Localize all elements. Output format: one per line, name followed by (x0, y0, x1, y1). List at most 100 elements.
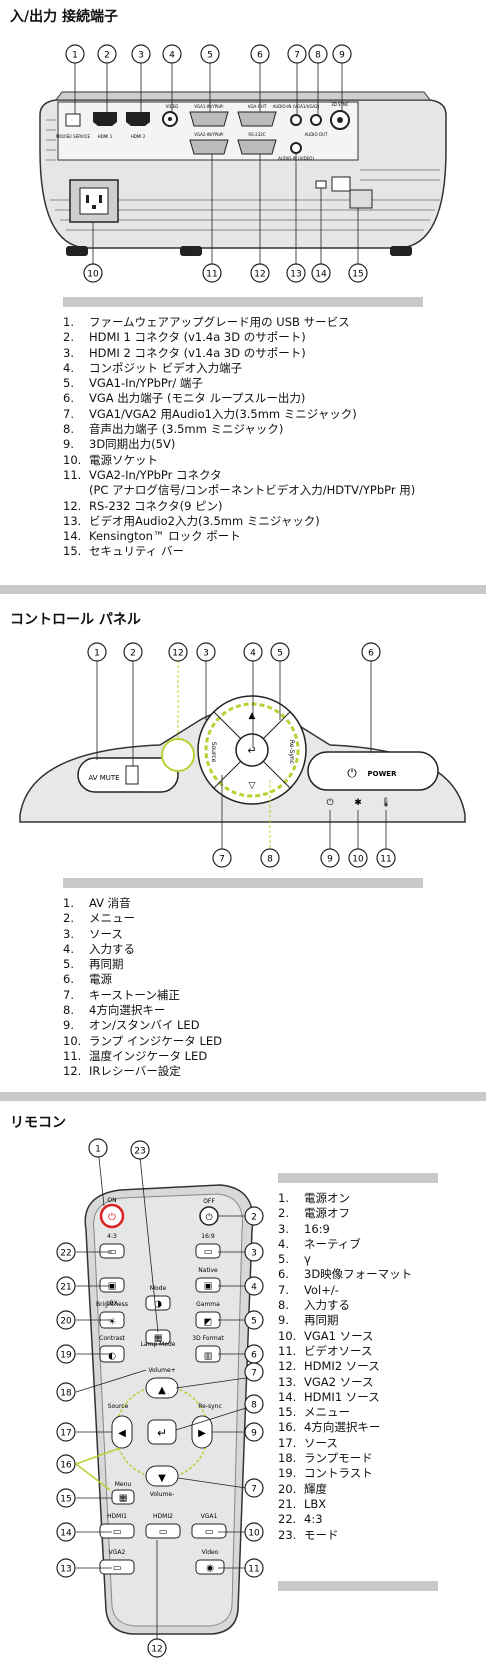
callout-remote-18: 7 (244, 1478, 264, 1498)
callout-number: 8 (251, 1401, 257, 1411)
item-text: 16:9 (304, 1221, 330, 1236)
io-item: 15.セキュリティ バー (63, 544, 463, 559)
format3d-button[interactable]: ▥3D Format (192, 1335, 224, 1363)
callout-number: 2 (251, 1213, 257, 1223)
item-text: VGA1/VGA2 用Audio1入力(3.5mm ミニジャック) (89, 406, 357, 421)
item-text: コントラスト (304, 1466, 373, 1481)
remote-item: 4.ネーティブ (278, 1237, 478, 1252)
hdmi2-icon: ▭ (159, 1528, 168, 1538)
item-text: IRレシーバー設定 (89, 1064, 181, 1079)
callout-remote-20: 10 (244, 1522, 264, 1542)
remote-item: 5.γ (278, 1252, 478, 1267)
callout-number: 21 (60, 1283, 71, 1293)
callout-number: 10 (248, 1529, 260, 1539)
item-number: 12. (63, 1064, 82, 1079)
remote-control-diagram: ⏻ ON ⏻ OFF ▭4:3▭16:9▣LBX▣Native◑Mode☀Bri… (56, 1138, 264, 1658)
aspect-169-button[interactable]: ▭16:9 (195, 1233, 221, 1259)
item-text: 電源オン (304, 1191, 350, 1205)
hdmi2-button[interactable]: ▭HDMI2 (145, 1513, 181, 1539)
vga1-label: VGA1 (201, 1513, 218, 1520)
callout-io-13: 14 (311, 263, 331, 283)
mode-icon: ◑ (154, 1300, 162, 1310)
video-button[interactable]: ◉Video (195, 1549, 225, 1575)
vga2-button[interactable]: ▭VGA2 (99, 1549, 135, 1575)
item-text: 4方向選択キー (89, 1003, 166, 1018)
item-text: ランプ インジケータ LED (89, 1033, 222, 1048)
separator-bar (278, 1581, 438, 1591)
four-way-keypad[interactable]: ↵ ▲ ▽ Source Re-Sync (197, 695, 307, 805)
item-text: VGA2-In/YPbPr コネクタ (PC アナログ信号/コンポーネントビデオ… (89, 467, 416, 498)
item-number: 2. (278, 1206, 289, 1221)
vga1-button[interactable]: ▭VGA1 (191, 1513, 227, 1539)
volup-label: Volume+ (148, 1367, 175, 1374)
remote-four-way-keypad[interactable]: ▲ ▼ ◀ ▶ ↵ (111, 1377, 213, 1487)
callout-panel-3: 3 (196, 642, 216, 662)
callout-remote-2: 2 (244, 1206, 264, 1226)
io-item: 12.RS-232 コネクタ(9 ピン) (63, 499, 463, 514)
callout-number: 11 (248, 1565, 259, 1575)
port-label-hdmi1: HDMI 1 (98, 134, 113, 139)
lbx-icon: ▣ (108, 1282, 117, 1292)
item-text: RS-232 コネクタ(9 ピン) (89, 498, 223, 513)
callout-panel-1: 2 (123, 642, 143, 662)
item-text: メニュー (304, 1405, 350, 1420)
callout-remote-8: 5 (244, 1310, 264, 1330)
item-number: 10. (278, 1328, 297, 1343)
keystone-up-icon: ▲ (249, 711, 256, 721)
item-number: 3. (63, 345, 74, 360)
source-label: Source (108, 1403, 129, 1410)
panel-item: 4.入力する (63, 942, 443, 957)
item-text: 再同期 (304, 1313, 339, 1328)
lampmode-button[interactable]: ▦Lamp Mode (141, 1329, 176, 1348)
aspect-43-label: 4:3 (107, 1233, 117, 1240)
callout-panel-6: 6 (361, 642, 381, 662)
callout-number: 1 (94, 649, 100, 659)
lbx-button[interactable]: ▣LBX (99, 1277, 125, 1307)
io-item: 8.音声出力端子 (3.5mm ミニジャック) (63, 422, 463, 437)
item-text: 入力する (89, 941, 135, 956)
video-label: Video (202, 1549, 219, 1556)
mode-button[interactable]: ◑Mode (145, 1285, 171, 1311)
aspect-43-button[interactable]: ▭ 4:3 (99, 1233, 125, 1259)
brightness-button[interactable]: ☀Brightness (96, 1301, 128, 1329)
item-text: HDMI 2 コネクタ (v1.4a 3D のサポート) (89, 345, 306, 360)
aspect-43-icon: ▭ (108, 1248, 117, 1258)
gamma-button[interactable]: ◩Gamma (195, 1301, 221, 1329)
remote-item: 12.HDMI2 ソース (278, 1359, 478, 1374)
vga2-icon: ▭ (113, 1564, 122, 1574)
callout-remote-9: 19 (56, 1344, 76, 1364)
callout-remote-1: 23 (130, 1140, 150, 1160)
port-label-rs232: RS-232C (248, 132, 265, 137)
menu-button[interactable]: ▦Menu (111, 1481, 135, 1505)
item-number: 1. (63, 896, 74, 910)
callout-number: 7 (251, 1485, 257, 1495)
remote-item: 19.コントラスト (278, 1466, 478, 1481)
item-text: γ (304, 1252, 311, 1267)
item-text: HDMI2 ソース (304, 1359, 380, 1374)
projector-rear-diagram: MOUSE/ SERVICE HDMI 1 HDMI 2 VIDEO VGA1-… (39, 44, 447, 283)
off-label: OFF (203, 1198, 215, 1205)
callout-remote-14: 17 (56, 1422, 76, 1442)
hdmi1-button[interactable]: ▭HDMI1 (99, 1513, 135, 1539)
contrast-button[interactable]: ◐Contrast (99, 1335, 125, 1363)
callout-number: 3 (203, 649, 209, 659)
native-button[interactable]: ▣Native (195, 1267, 221, 1293)
brightness-label: Brightness (96, 1301, 128, 1308)
item-number: 13. (63, 513, 82, 528)
callout-io-0: 1 (65, 44, 85, 64)
item-number: 1. (63, 315, 74, 329)
separator-bar (63, 878, 423, 888)
item-text: ランプモード (304, 1451, 373, 1466)
panel-item: 2.メニュー (63, 911, 443, 926)
section-title-remote: リモコン (10, 1115, 66, 1131)
item-number: 11. (278, 1343, 297, 1358)
item-text: オン/スタンバイ LED (89, 1018, 200, 1033)
item-text: Kensington™ ロック ポート (89, 529, 241, 544)
item-text: VGA 出力端子 (モニタ ループスルー出力) (89, 391, 306, 406)
callout-number: 2 (130, 649, 136, 659)
callout-number: 15 (352, 270, 363, 280)
item-text: VGA2 ソース (304, 1374, 374, 1389)
item-text: 温度インジケータ LED (89, 1048, 208, 1063)
port-label-vga2: VGA2-IN/YPbPr (194, 132, 224, 137)
item-number: 7. (278, 1282, 289, 1297)
